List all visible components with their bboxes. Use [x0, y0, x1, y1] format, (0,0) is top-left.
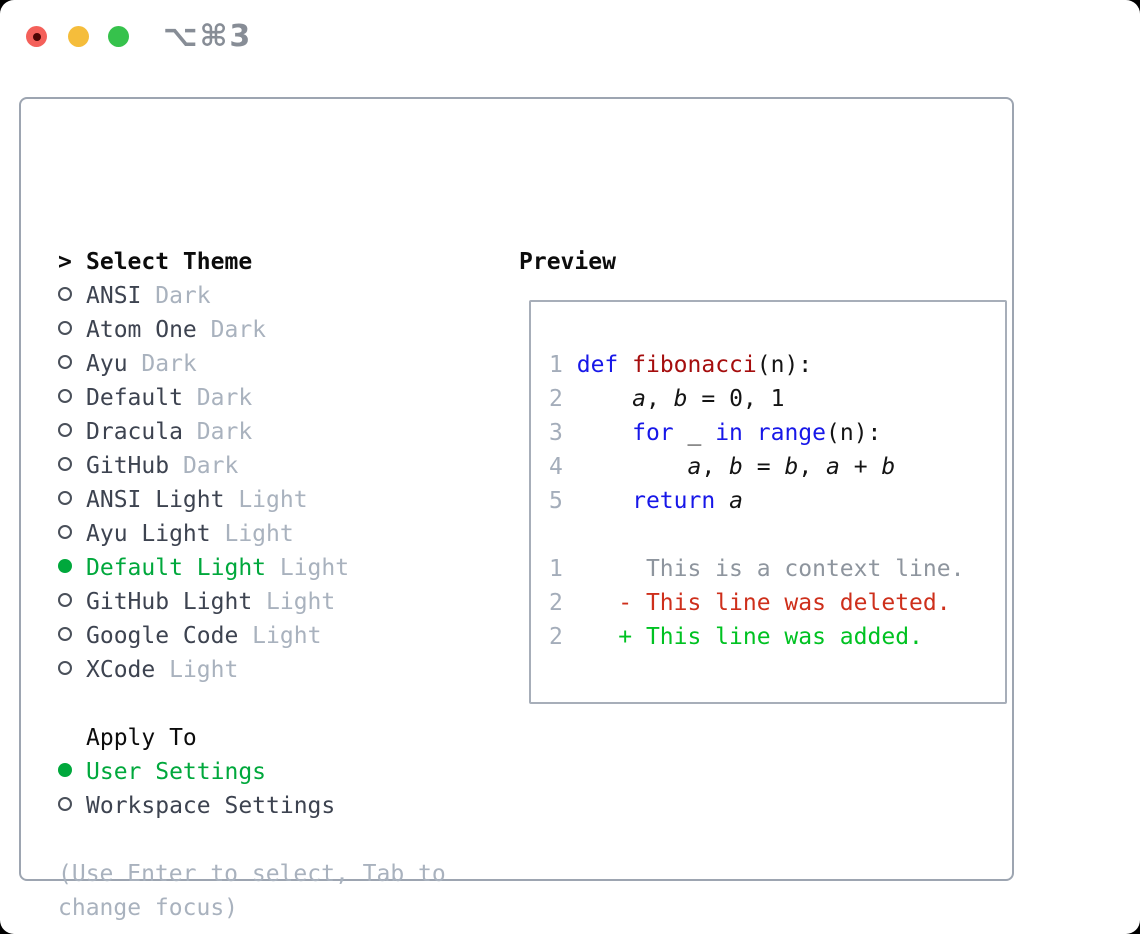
apply-option-user-settings[interactable]: User Settings [58, 755, 446, 789]
option-label: User Settings [86, 759, 267, 785]
help-line: change focus) [58, 895, 239, 921]
radio-icon [58, 661, 72, 675]
option-tag: Light [210, 521, 294, 547]
code-line: 2 a, b = 0, 1 [549, 386, 785, 412]
apply-to-heading-label: Apply To [86, 725, 197, 751]
radio-icon [58, 423, 72, 437]
theme-option-dracula[interactable]: Dracula Dark [58, 415, 446, 449]
code-line: 2 - This line was deleted. [549, 590, 951, 616]
radio-icon [58, 797, 72, 811]
radio-icon [58, 593, 72, 607]
line-number: 1 [549, 352, 563, 378]
theme-option-ayu[interactable]: Ayu Dark [58, 347, 446, 381]
theme-option-ayu-light[interactable]: Ayu Light Light [58, 517, 446, 551]
spacer [58, 823, 446, 857]
radio-icon [58, 287, 72, 301]
select-theme-heading-label: Select Theme [86, 249, 253, 275]
help-line: (Use Enter to select, Tab to [58, 861, 446, 887]
code-line: 2 + This line was added. [549, 624, 923, 650]
option-label: GitHub Light [86, 589, 253, 615]
option-tag: Light [155, 657, 239, 683]
apply-option-workspace-settings[interactable]: Workspace Settings [58, 789, 446, 823]
option-label: GitHub [86, 453, 170, 479]
option-tag: Dark [127, 351, 197, 377]
radio-icon [58, 321, 72, 335]
theme-option-ansi-light[interactable]: ANSI Light Light [58, 483, 446, 517]
radio-icon [58, 525, 72, 539]
option-label: XCode [86, 657, 156, 683]
option-tag: Dark [182, 419, 253, 445]
close-button[interactable] [26, 26, 47, 47]
code-line: 1 def fibonacci(n): [549, 352, 813, 378]
radio-selected-icon [58, 763, 72, 777]
spacer [58, 687, 446, 721]
option-label: Ayu [86, 351, 128, 377]
option-label: ANSI Light [86, 487, 225, 513]
theme-option-default[interactable]: Default Dark [58, 381, 446, 415]
line-number: 2 [549, 624, 563, 650]
option-label: Dracula [86, 419, 183, 445]
code-line: 3 for _ in range(n): [549, 420, 882, 446]
option-tag: Dark [196, 317, 267, 343]
apply-to-heading: Apply To [58, 721, 446, 755]
theme-option-atom-one[interactable]: Atom One Dark [58, 313, 446, 347]
code-line: 5 return a [549, 488, 743, 514]
code-preview: 1 def fibonacci(n): 2 a, b = 0, 1 3 for _ … [549, 348, 964, 654]
option-tag: Light [266, 555, 350, 581]
option-label: ANSI [86, 283, 142, 309]
preview-heading: Preview [519, 249, 616, 275]
select-theme-heading: > Select Theme [58, 245, 446, 279]
option-label: Atom One [86, 317, 197, 343]
window-title: ⌥⌘3 [163, 19, 253, 54]
option-tag: Light [252, 589, 336, 615]
minimize-button[interactable] [68, 26, 89, 47]
focus-caret-icon: > [58, 249, 72, 275]
radio-icon [58, 355, 72, 369]
option-label: Default Light [86, 555, 267, 581]
option-tag: Light [224, 487, 308, 513]
theme-option-ansi[interactable]: ANSI Dark [58, 279, 446, 313]
line-number: 2 [549, 590, 563, 616]
theme-option-xcode[interactable]: XCode Light [58, 653, 446, 687]
option-tag: Dark [169, 453, 239, 479]
theme-option-github[interactable]: GitHub Dark [58, 449, 446, 483]
option-tag: Dark [182, 385, 253, 411]
line-number: 2 [549, 386, 563, 412]
preview-box: 1 def fibonacci(n): 2 a, b = 0, 1 3 for _ … [529, 300, 1007, 704]
option-label: Google Code [86, 623, 239, 649]
line-number: 1 [549, 556, 563, 582]
radio-icon [58, 457, 72, 471]
code-line: 4 a, b = b, a + b [549, 454, 896, 480]
theme-option-default-light[interactable]: Default Light Light [58, 551, 446, 585]
theme-option-google-code[interactable]: Google Code Light [58, 619, 446, 653]
theme-option-github-light[interactable]: GitHub Light Light [58, 585, 446, 619]
help-text: (Use Enter to select, Tab to change focus… [58, 857, 446, 925]
option-label: Default [86, 385, 183, 411]
radio-icon [58, 389, 72, 403]
zoom-button[interactable] [108, 26, 129, 47]
option-label: Ayu Light [86, 521, 211, 547]
code-line [549, 518, 964, 552]
option-tag: Dark [141, 283, 211, 309]
option-tag: Light [238, 623, 322, 649]
radio-selected-icon [58, 559, 72, 573]
option-label: Workspace Settings [86, 793, 336, 819]
radio-icon [58, 627, 72, 641]
line-number: 5 [549, 488, 563, 514]
radio-icon [58, 491, 72, 505]
line-number: 3 [549, 420, 563, 446]
line-number: 4 [549, 454, 563, 480]
code-line: 1 This is a context line. [549, 556, 965, 582]
